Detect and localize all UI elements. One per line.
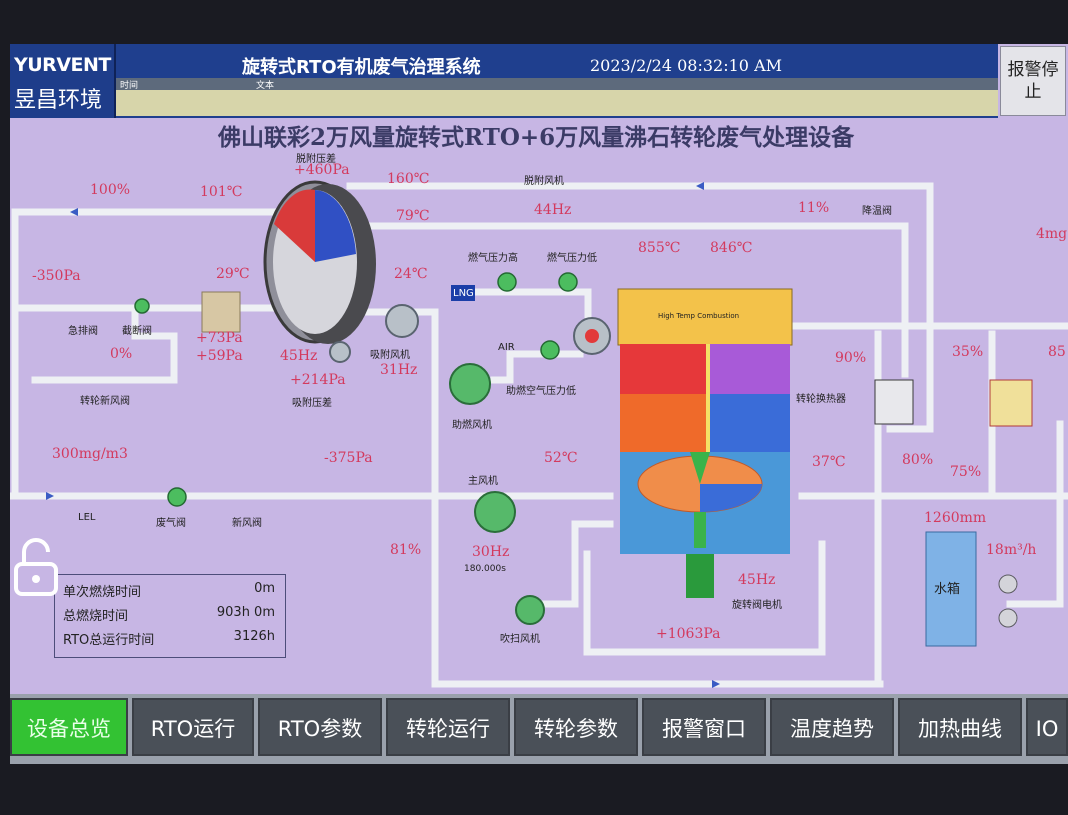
alarm-col-text: 文本 <box>256 81 275 91</box>
lock-icon[interactable] <box>12 536 60 598</box>
high-temp-zone-label: High Temp Combustion <box>658 312 740 320</box>
adsorb-pressure-label: 吸附压差 <box>292 398 332 409</box>
wheel-hx-label: 转轮换热器 <box>796 394 846 405</box>
lng-label: LNG <box>453 288 474 299</box>
nav-wheel-run[interactable]: 转轮运行 <box>386 698 510 756</box>
pct-100: 100% <box>90 182 131 198</box>
alarm-list[interactable]: 时间 文本 <box>116 78 998 116</box>
emergency-valve-label: 急排阀 <box>68 326 98 337</box>
press-214: +214Pa <box>290 372 346 388</box>
total-burn-label: 总燃烧时间 <box>63 609 129 624</box>
temp-160: 160℃ <box>387 171 430 187</box>
header-bar: YURVENT 昱昌环境 旋转式RTO有机废气治理系统 2023/2/24 08… <box>10 44 998 118</box>
pct-85: 85 <box>1048 344 1066 360</box>
main-fan-flow: 180.000s <box>464 564 506 574</box>
system-title: 旋转式RTO有机废气治理系统 <box>242 57 481 78</box>
press-73: +73Pa <box>196 330 243 346</box>
waste-valve-label: 废气阀 <box>156 518 186 529</box>
press-1063: +1063Pa <box>656 626 721 642</box>
pct-0: 0% <box>110 346 133 362</box>
rto-total-label: RTO总运行时间 <box>63 633 155 648</box>
process-diagram <box>10 180 1068 688</box>
nav-io[interactable]: IO <box>1026 698 1068 756</box>
temp-79: 79℃ <box>396 208 430 224</box>
pct-81: 81% <box>390 542 422 558</box>
comb-air-press-low-label: 助燃空气压力低 <box>506 386 576 397</box>
rto-vessel <box>617 288 793 598</box>
press-neg375: -375Pa <box>324 450 373 466</box>
bottom-nav: 设备总览 RTO运行 RTO参数 转轮运行 转轮参数 报警窗口 温度趋势 加热曲… <box>10 694 1068 764</box>
alarm-col-time: 时间 <box>120 81 139 91</box>
logo-text-en: YURVENT <box>14 54 111 76</box>
pct-80: 80% <box>902 452 934 468</box>
main-fan-label: 主风机 <box>468 476 498 487</box>
company-logo: YURVENT 昱昌环境 <box>10 44 116 118</box>
nav-temp-trend[interactable]: 温度趋势 <box>770 698 894 756</box>
adsorb-fan-label: 吸附风机 <box>370 350 410 361</box>
water-tank-label: 水箱 <box>934 582 961 597</box>
alarm-stop-button[interactable]: 报警停止 <box>1000 46 1066 116</box>
hz-31: 31Hz <box>380 362 418 378</box>
desorb-pressure-value: +460Pa <box>294 162 350 178</box>
logo-text-cn: 昱昌环境 <box>14 88 103 113</box>
nav-heating-curve[interactable]: 加热曲线 <box>898 698 1022 756</box>
rot-hz: 45Hz <box>738 572 776 588</box>
temp-101: 101℃ <box>200 184 243 200</box>
lel-value: 300mg/m3 <box>52 446 128 462</box>
cool-valve-pct: 11% <box>798 200 830 216</box>
flow-arrow <box>70 208 78 216</box>
hmi-screen: YURVENT 昱昌环境 旋转式RTO有机废气治理系统 2023/2/24 08… <box>10 44 1068 764</box>
nav-alarm-window[interactable]: 报警窗口 <box>642 698 766 756</box>
desorb-pressure-label: 脱附压差 <box>296 154 336 165</box>
single-burn-label: 单次燃烧时间 <box>63 585 142 600</box>
rto-total-value: 3126h <box>233 629 275 644</box>
page-title: 佛山联彩2万风量旋转式RTO+6万风量沸石转轮废气处理设备 <box>218 124 855 151</box>
hz-45: 45Hz <box>280 348 318 364</box>
gas-press-high-label: 燃气压力高 <box>468 253 518 264</box>
temp-855: 855℃ <box>638 240 681 256</box>
comb-fan-label: 助燃风机 <box>452 420 492 431</box>
nav-wheel-params[interactable]: 转轮参数 <box>514 698 638 756</box>
zeolite-wheel <box>263 180 376 344</box>
single-burn-value: 0m <box>254 581 275 596</box>
datetime-display: 2023/2/24 08:32:10 AM <box>590 56 783 75</box>
flow-18: 18m³/h <box>986 542 1037 558</box>
press-59: +59Pa <box>196 348 243 364</box>
lel-label: LEL <box>78 512 96 523</box>
air-label: AIR <box>498 342 515 353</box>
press-neg350: -350Pa <box>32 268 81 284</box>
cool-valve-label: 降温阀 <box>862 206 892 217</box>
temp-24: 24℃ <box>394 266 428 282</box>
nav-rto-params[interactable]: RTO参数 <box>258 698 382 756</box>
wheel-fresh-valve-label: 转轮新风阀 <box>80 396 130 407</box>
purge-fan-label: 吹扫风机 <box>500 634 540 645</box>
pct-90: 90% <box>835 350 867 366</box>
hz-30: 30Hz <box>472 544 510 560</box>
desorb-fan-label: 脱附风机 <box>524 176 564 187</box>
hz-44: 44Hz <box>534 202 572 218</box>
rot-valve-motor-label: 旋转阀电机 <box>732 600 782 611</box>
gas-press-low-label: 燃气压力低 <box>547 253 597 264</box>
alarm-list-header: 时间 文本 <box>116 78 998 91</box>
mg-4: 4mg <box>1036 226 1068 242</box>
shutoff-valve-label: 截断阀 <box>122 326 152 337</box>
runtime-info-box: 单次燃烧时间 0m 总燃烧时间 903h 0m RTO总运行时间 3126h <box>54 574 286 658</box>
water-level: 1260mm <box>924 510 987 526</box>
pct-35: 35% <box>952 344 984 360</box>
temp-37: 37℃ <box>812 454 846 470</box>
nav-rto-run[interactable]: RTO运行 <box>132 698 254 756</box>
temp-29: 29℃ <box>216 266 250 282</box>
total-burn-value: 903h 0m <box>216 605 275 620</box>
temp-52: 52℃ <box>544 450 578 466</box>
fresh-valve-label: 新风阀 <box>232 518 262 529</box>
pct-75: 75% <box>950 464 982 480</box>
temp-846: 846℃ <box>710 240 753 256</box>
nav-overview[interactable]: 设备总览 <box>10 698 128 756</box>
